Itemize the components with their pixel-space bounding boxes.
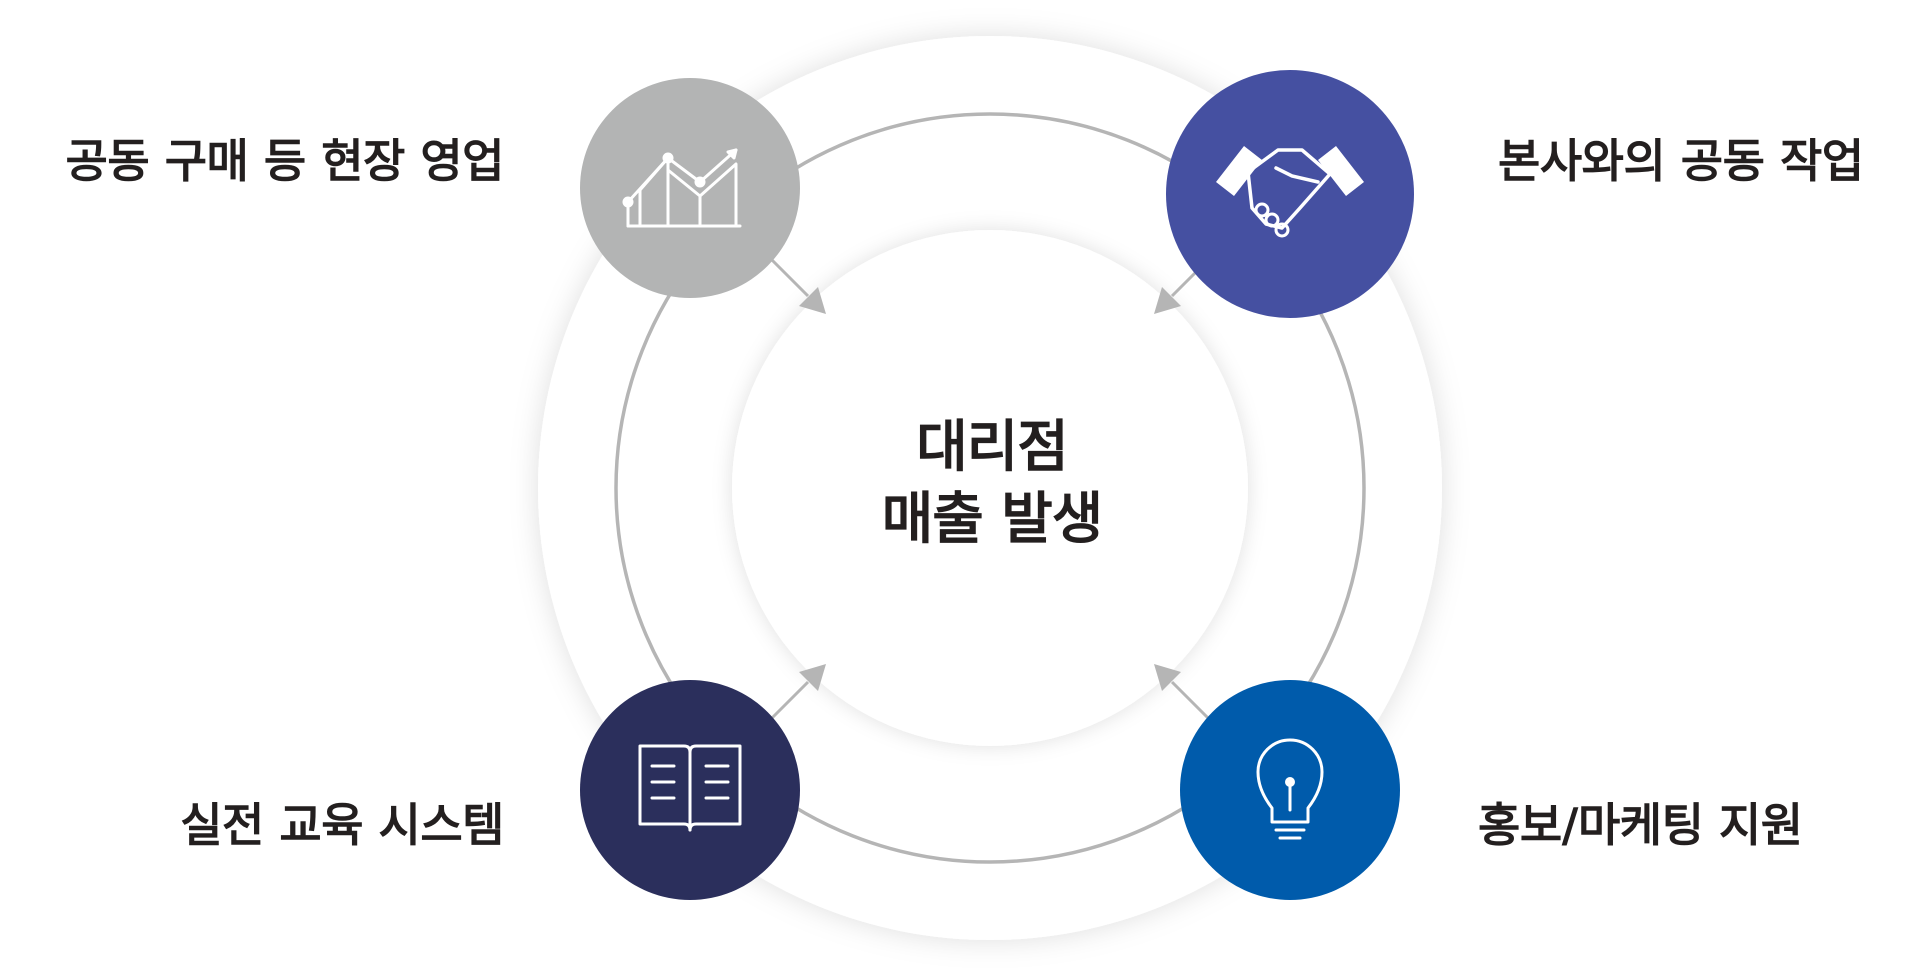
- open-book-icon: [638, 744, 742, 832]
- label-top-right: 본사와의 공동 작업: [1498, 134, 1864, 188]
- label-bottom-right: 홍보/마케팅 지원: [1478, 798, 1803, 852]
- arrow-bottom-left: [768, 664, 826, 722]
- center-disc: [732, 230, 1248, 746]
- arrow-bottom-right: [1154, 664, 1212, 722]
- lightbulb-icon: [1256, 738, 1324, 840]
- center-title-line2: 매출 발생: [881, 487, 1104, 552]
- center-title-line1: 대리점: [916, 415, 1069, 480]
- node-top-left: [580, 78, 800, 298]
- node-circle-top-right: [1166, 70, 1414, 318]
- connector-ring: [614, 112, 1366, 864]
- label-bottom-left: 실전 교육 시스템: [180, 798, 504, 852]
- node-top-right: [1166, 70, 1414, 318]
- label-top-left: 공동 구매 등 현장 영업: [65, 134, 505, 188]
- growth-chart-icon: [622, 148, 742, 228]
- arrow-top-left: [768, 256, 826, 314]
- handshake-icon: [1216, 146, 1364, 238]
- center-title: 대리점 매출 발생: [812, 412, 1172, 556]
- node-bottom-left: [580, 680, 800, 900]
- node-bottom-right: [1180, 680, 1400, 900]
